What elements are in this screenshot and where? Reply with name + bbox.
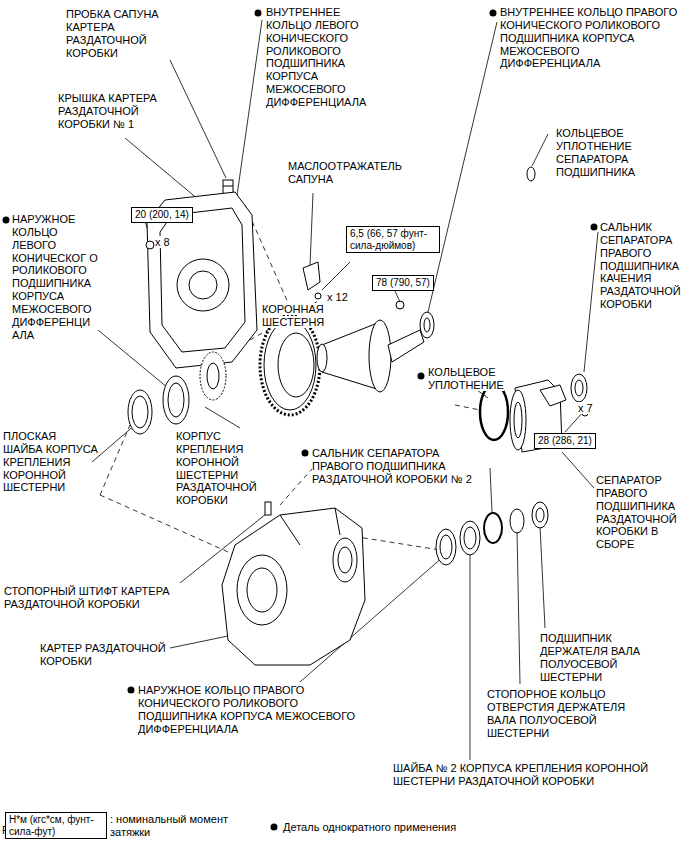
- part-label: НАРУЖНОЕ КОЛЬЦО ПРАВОГО КОНИЧЕСКОГО РОЛИ…: [138, 684, 378, 735]
- part-label: КОРПУС КРЕПЛЕНИЯ КОРОННОЙ ШЕСТЕРНИ РАЗДА…: [176, 430, 276, 507]
- part-label: МАСЛООТРАЖАТЕЛЬ САПУНА: [288, 160, 403, 186]
- label-text: ПОДШИПНИК ДЕРЖАТЕЛЯ ВАЛА ПОЛУОСЕВОЙ ШЕСТ…: [540, 632, 640, 683]
- part-label: x 8: [155, 236, 185, 249]
- label-text: КОРОННАЯ ШЕСТЕРНЯ: [262, 303, 324, 328]
- part-label: ПОДШИПНИК ДЕРЖАТЕЛЯ ВАЛА ПОЛУОСЕВОЙ ШЕСТ…: [540, 632, 680, 683]
- label-text: НАРУЖНОЕ КОЛЬЦО ЛЕВОГО КОНИЧЕСКОГ О РОЛИ…: [12, 213, 98, 341]
- legend-text: : номинальный момент затяжки: [110, 813, 228, 838]
- label-text: НАРУЖНОЕ КОЛЬЦО ПРАВОГО КОНИЧЕСКОГО РОЛИ…: [138, 684, 355, 735]
- label-text: КАРТЕР РАЗДАТОЧНОЙ КОРОБКИ: [40, 642, 166, 667]
- part-label: ВНУТРЕННЕЕ КОЛЬЦО ЛЕВОГО КОНИЧЕСКОГО РОЛ…: [266, 6, 378, 109]
- part-label: СЕПАРАТОР ПРАВОГО ПОДШИПНИКА РАЗДАТОЧНОЙ…: [596, 474, 688, 551]
- label-text: СТОПОРНОЕ КОЛЬЦО ОТВЕРСТИЯ ДЕРЖАТЕЛЯ ВАЛ…: [487, 688, 625, 739]
- torque-box: 78 (790, 57): [372, 275, 434, 291]
- part-label: САЛЬНИК СЕПАРАТОРА ПРАВОГО ПОДШИПНИКА КА…: [600, 221, 688, 311]
- part-label: СТОПОРНОЕ КОЛЬЦО ОТВЕРСТИЯ ДЕРЖАТЕЛЯ ВАЛ…: [487, 688, 637, 739]
- legend-text: Деталь однократного применения: [283, 821, 456, 833]
- label-text: ШАЙБА № 2 КОРПУСА КРЕПЛЕНИЯ КОРОННОЙ ШЕС…: [393, 762, 648, 787]
- part-label: x 7: [578, 402, 608, 415]
- part-label: КОЛЬЦЕВОЕ УПЛОТНЕНИЕ: [428, 366, 508, 392]
- legend-entry: Деталь однократного применения: [283, 821, 483, 834]
- label-text: КОРПУС КРЕПЛЕНИЯ КОРОННОЙ ШЕСТЕРНИ РАЗДА…: [176, 430, 257, 506]
- torque-box: Н*м (кгс*см, фунт-сила-фут): [5, 812, 107, 839]
- label-text: x 8: [155, 236, 170, 248]
- legend-entry: : номинальный момент затяжки: [110, 813, 260, 839]
- label-text: КОЛЬЦЕВОЕ УПЛОТНЕНИЕ СЕПАРАТОРА ПОДШИПНИ…: [556, 127, 635, 178]
- part-label: СТОПОРНЫЙ ШТИФТ КАРТЕРА РАЗДАТОЧНОЙ КОРО…: [4, 585, 184, 611]
- label-text: ПРОБКА САПУНА КАРТЕРА РАЗДАТОЧНОЙ КОРОБК…: [66, 8, 159, 59]
- label-text: САЛЬНИК СЕПАРАТОРА ПРАВОГО ПОДШИПНИКА КА…: [600, 221, 681, 310]
- part-label: ШАЙБА № 2 КОРПУСА КРЕПЛЕНИЯ КОРОННОЙ ШЕС…: [393, 762, 673, 788]
- part-label: КАРТЕР РАЗДАТОЧНОЙ КОРОБКИ: [40, 642, 170, 668]
- part-label: КРЫШКА КАРТЕРА РАЗДАТОЧНОЙ КОРОБКИ № 1: [58, 92, 178, 131]
- torque-value: 20 (200, 14): [135, 209, 189, 220]
- part-label: НАРУЖНОЕ КОЛЬЦО ЛЕВОГО КОНИЧЕСКОГ О РОЛИ…: [12, 213, 102, 342]
- part-label: ПЛОСКАЯ ШАЙБА КОРПУСА КРЕПЛЕНИЯ КОРОННОЙ…: [3, 430, 98, 494]
- torque-box: 28 (286, 21): [534, 433, 596, 449]
- part-label: x 12: [327, 291, 361, 304]
- label-text: САЛЬНИК СЕПАРАТОРА ПРАВОГО ПОДШИПНИКА РА…: [312, 447, 472, 485]
- torque-value: 6,5 (66, 57 фунт-сила-дюймов): [350, 228, 427, 251]
- torque-box: 6,5 (66, 57 фунт-сила-дюймов): [346, 226, 440, 253]
- label-text: СТОПОРНЫЙ ШТИФТ КАРТЕРА РАЗДАТОЧНОЙ КОРО…: [4, 585, 170, 610]
- torque-value: 78 (790, 57): [376, 277, 430, 288]
- label-text: x 12: [327, 291, 348, 303]
- label-text: ВНУТРЕННЕЕ КОЛЬЦО ПРАВОГО КОНИЧЕСКОГО РО…: [500, 6, 677, 69]
- torque-box: 20 (200, 14): [131, 207, 193, 223]
- part-label: ВНУТРЕННЕЕ КОЛЬЦО ПРАВОГО КОНИЧЕСКОГО РО…: [500, 6, 678, 70]
- label-text: ВНУТРЕННЕЕ КОЛЬЦО ЛЕВОГО КОНИЧЕСКОГО РОЛ…: [266, 6, 366, 108]
- label-text: СЕПАРАТОР ПРАВОГО ПОДШИПНИКА РАЗДАТОЧНОЙ…: [596, 474, 677, 550]
- part-label: КОРОННАЯ ШЕСТЕРНЯ: [262, 303, 342, 329]
- part-label: КОЛЬЦЕВОЕ УПЛОТНЕНИЕ СЕПАРАТОРА ПОДШИПНИ…: [556, 127, 656, 178]
- label-text: КОЛЬЦЕВОЕ УПЛОТНЕНИЕ: [428, 366, 504, 391]
- torque-value: Н*м (кгс*см, фунт-сила-фут): [9, 814, 94, 837]
- label-text: КРЫШКА КАРТЕРА РАЗДАТОЧНОЙ КОРОБКИ № 1: [58, 92, 157, 130]
- label-text: МАСЛООТРАЖАТЕЛЬ САПУНА: [288, 160, 402, 185]
- torque-value: 28 (286, 21): [538, 435, 592, 446]
- part-label: САЛЬНИК СЕПАРАТОРА ПРАВОГО ПОДШИПНИКА РА…: [312, 447, 492, 486]
- label-text: x 7: [578, 402, 593, 414]
- part-label: ПРОБКА САПУНА КАРТЕРА РАЗДАТОЧНОЙ КОРОБК…: [66, 8, 166, 59]
- label-text: ПЛОСКАЯ ШАЙБА КОРПУСА КРЕПЛЕНИЯ КОРОННОЙ…: [3, 430, 98, 493]
